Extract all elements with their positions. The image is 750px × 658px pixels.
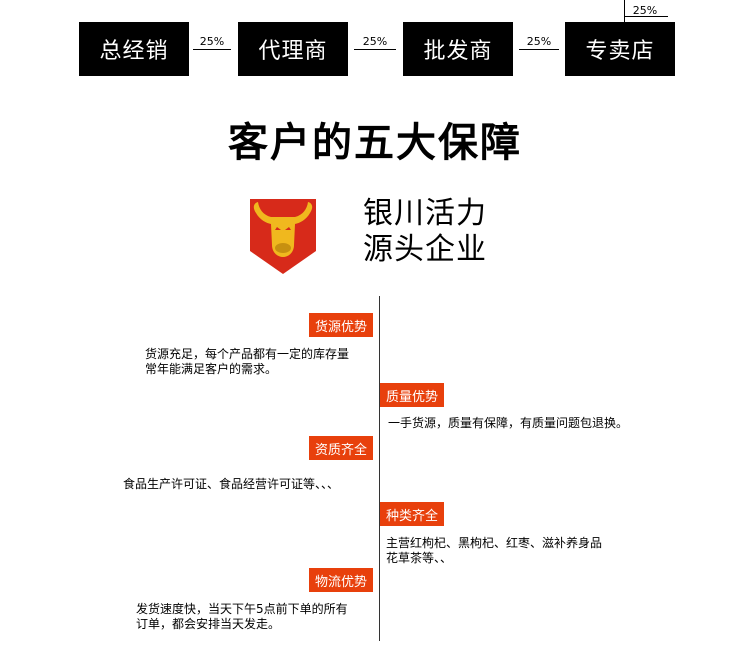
guarantee-desc-variety: 主营红枸杞、黑枸杞、红枣、滋补养身品 花草茶等、、 [386, 536, 602, 566]
chain-label: 代理商 [258, 39, 328, 64]
chain-label: 批发商 [423, 39, 493, 64]
guarantee-tag-logistics: 物流优势 [309, 568, 374, 592]
desc-line: 主营红枸杞、黑枸杞、红枣、滋补养身品 [386, 536, 603, 550]
timeline-axis [379, 296, 380, 641]
chain-connector [519, 49, 559, 50]
desc-line: 一手货源，质量有保障，有质量问题包退换。 [388, 416, 629, 430]
desc-line: 食品生产许可证、食品经营许可证等、、、 [123, 477, 340, 491]
desc-line: 常年能满足客户的需求。 [145, 362, 278, 376]
page-title: 客户的五大保障 [228, 120, 522, 166]
bull-head-shield-icon [248, 197, 318, 275]
chain-box-agent: 代理商 [238, 22, 348, 76]
desc-line: 发货速度快，当天下午5点前下单的所有 [136, 602, 348, 616]
brand-line-2: 源头企业 [363, 232, 487, 267]
guarantee-tag-qualification: 资质齐全 [309, 436, 374, 460]
chain-box-wholesaler: 批发商 [403, 22, 513, 76]
chain-connector [624, 16, 668, 17]
desc-line: 花草茶等、、 [386, 551, 453, 565]
desc-line: 货源充足，每个产品都有一定的库存量 [145, 347, 350, 361]
chain-label: 专卖店 [585, 39, 655, 64]
chain-percent: 25% [362, 35, 388, 48]
chain-box-store: 专卖店 [565, 22, 675, 76]
brand-name: 银川活力 源头企业 [363, 196, 487, 268]
chain-connector [354, 49, 396, 50]
desc-line: 订单，都会安排当天发走。 [136, 617, 281, 631]
brand-line-1: 银川活力 [363, 196, 487, 231]
guarantee-desc-quality: 一手货源，质量有保障，有质量问题包退换。 [388, 416, 628, 431]
guarantee-tag-supply: 货源优势 [309, 313, 374, 337]
guarantee-tag-variety: 种类齐全 [380, 502, 445, 526]
guarantee-desc-qualification: 食品生产许可证、食品经营许可证等、、、 [123, 477, 339, 492]
chain-percent: 25% [199, 35, 225, 48]
chain-box-general-distributor: 总经销 [79, 22, 189, 76]
chain-percent: 25% [632, 4, 658, 17]
chain-label: 总经销 [99, 39, 169, 64]
chain-connector [193, 49, 231, 50]
guarantee-desc-supply: 货源充足，每个产品都有一定的库存量 常年能满足客户的需求。 [145, 347, 349, 377]
guarantee-tag-quality: 质量优势 [380, 383, 445, 407]
guarantee-desc-logistics: 发货速度快，当天下午5点前下单的所有 订单，都会安排当天发走。 [136, 602, 348, 632]
chain-percent: 25% [526, 35, 552, 48]
chain-connector [624, 0, 625, 22]
